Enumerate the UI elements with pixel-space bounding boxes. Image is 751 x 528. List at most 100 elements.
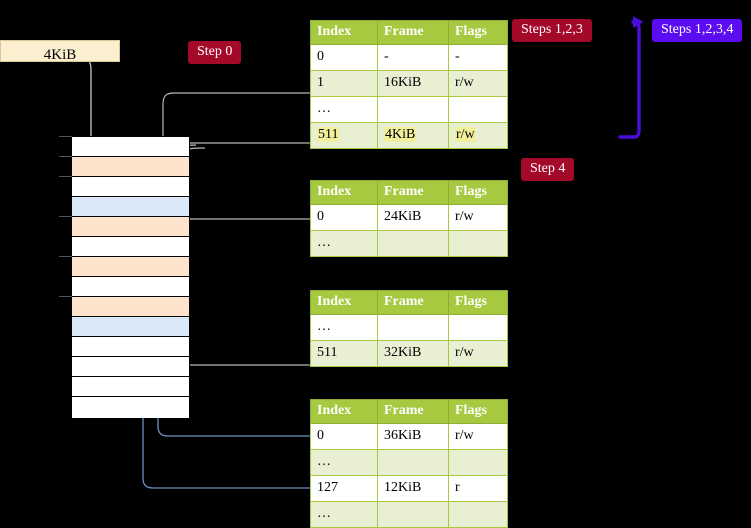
badge-step-4: Step 4	[521, 158, 575, 181]
badge-steps-1234: Steps 1,2,3,4	[652, 19, 743, 42]
table-row: 0 - -	[310, 44, 508, 71]
cell-flags: r/w	[448, 423, 508, 450]
bracket-arrow-violet	[618, 16, 644, 139]
cell-index: …	[310, 314, 378, 341]
wire-pd-to-memory	[171, 308, 310, 366]
size-label-text: 4KiB	[43, 47, 77, 63]
badge-label: Steps 1,2,3	[521, 22, 583, 37]
cell-flags: r/w	[448, 204, 508, 231]
column-header-frame: Frame	[377, 290, 449, 315]
cell-index: 511	[310, 340, 378, 367]
table-header-row: Index Frame Flags	[310, 399, 508, 424]
column-header-index: Index	[310, 399, 378, 424]
table-header-row: Index Frame Flags	[310, 20, 508, 45]
memory-tick	[59, 296, 72, 297]
memory-frame	[72, 137, 189, 157]
cell-frame	[377, 96, 449, 123]
column-header-index: Index	[310, 20, 378, 45]
memory-frame	[72, 357, 189, 377]
cell-frame: 16KiB	[377, 70, 449, 97]
cell-flags	[448, 449, 508, 476]
memory-tick	[59, 256, 72, 257]
table-row: 1 16KiB r/w	[310, 70, 508, 97]
cell-index: …	[310, 96, 378, 123]
cell-flags	[448, 501, 508, 528]
column-header-frame: Frame	[377, 180, 449, 205]
memory-frame	[72, 397, 189, 418]
memory-frame	[72, 257, 189, 277]
table-row: …	[310, 96, 508, 123]
memory-frame	[72, 277, 189, 297]
memory-tick	[59, 176, 72, 177]
cell-frame: 12KiB	[377, 475, 449, 502]
memory-frame	[72, 297, 189, 317]
page-table-pd: Index Frame Flags … 511 32KiB r/w	[310, 290, 508, 367]
cell-index: 0	[310, 204, 378, 231]
cell-frame: 24KiB	[377, 204, 449, 231]
cell-frame	[377, 230, 449, 257]
cell-flags: r/w	[448, 122, 508, 149]
cell-frame	[377, 501, 449, 528]
table-row-highlighted: 511 4KiB r/w	[310, 122, 508, 149]
table-row: 511 32KiB r/w	[310, 340, 508, 367]
column-header-flags: Flags	[448, 20, 508, 45]
cell-frame: -	[377, 44, 449, 71]
cell-frame	[377, 449, 449, 476]
page-table-pdpt: Index Frame Flags 0 24KiB r/w …	[310, 180, 508, 257]
memory-frame	[72, 377, 189, 397]
cell-frame: 36KiB	[377, 423, 449, 450]
cell-frame	[377, 314, 449, 341]
table-row: 0 36KiB r/w	[310, 423, 508, 450]
memory-tick	[59, 156, 72, 157]
cell-index: 1	[310, 70, 378, 97]
badge-label: Steps 1,2,3,4	[661, 22, 734, 37]
physical-memory-column	[71, 136, 190, 418]
page-table-pt: Index Frame Flags 0 36KiB r/w … 127 12Ki…	[310, 399, 508, 528]
cell-flags: r/w	[448, 70, 508, 97]
table-header-row: Index Frame Flags	[310, 180, 508, 205]
cell-flags: r	[448, 475, 508, 502]
size-label-box: 4KiB	[0, 40, 120, 63]
cell-index: 511	[310, 122, 378, 149]
cell-index-text: 511	[317, 127, 340, 142]
table-row: …	[310, 230, 508, 257]
cell-flags	[448, 96, 508, 123]
cell-flags	[448, 314, 508, 341]
badge-label: Step 0	[197, 44, 233, 59]
table-row: 127 12KiB r	[310, 475, 508, 502]
memory-frame	[72, 317, 189, 337]
cell-flags	[448, 230, 508, 257]
cell-frame-text: 4KiB	[384, 127, 417, 142]
badge-label: Step 4	[530, 161, 566, 176]
cell-index: …	[310, 449, 378, 476]
memory-frame	[72, 217, 189, 237]
column-header-frame: Frame	[377, 399, 449, 424]
cell-index: 0	[310, 423, 378, 450]
column-header-flags: Flags	[448, 180, 508, 205]
column-header-frame: Frame	[377, 20, 449, 45]
table-row: 0 24KiB r/w	[310, 204, 508, 231]
memory-frame	[72, 157, 189, 177]
memory-tick	[59, 216, 72, 217]
table-row: …	[310, 314, 508, 341]
wire-pdpt-to-memory	[178, 218, 310, 254]
column-header-flags: Flags	[448, 399, 508, 424]
column-header-index: Index	[310, 180, 378, 205]
memory-frame	[72, 177, 189, 197]
memory-frame	[72, 237, 189, 257]
table-header-row: Index Frame Flags	[310, 290, 508, 315]
badge-steps-123: Steps 1,2,3	[512, 19, 592, 42]
cell-frame: 4KiB	[377, 122, 449, 149]
cell-index: …	[310, 501, 378, 528]
wire-4kib-to-memory	[59, 50, 99, 152]
column-header-index: Index	[310, 290, 378, 315]
badge-step-0: Step 0	[188, 41, 242, 64]
memory-frame	[72, 337, 189, 357]
table-row: …	[310, 501, 508, 528]
memory-tick	[59, 136, 72, 137]
page-table-pml4: Index Frame Flags 0 - - 1 16KiB r/w …	[310, 20, 508, 149]
column-header-flags: Flags	[448, 290, 508, 315]
cell-flags: r/w	[448, 340, 508, 367]
cell-flags: -	[448, 44, 508, 71]
